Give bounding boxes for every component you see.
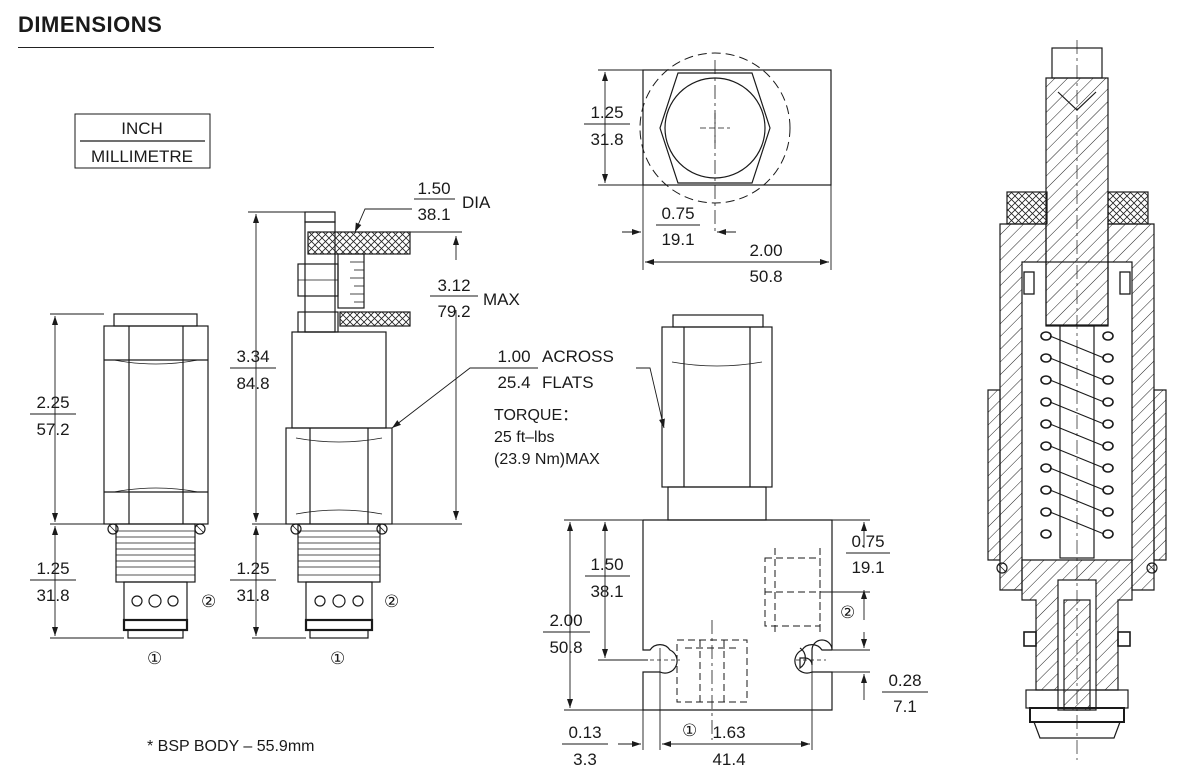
max-height-mm: 79.2 xyxy=(437,302,470,321)
torque-value-nm: (23.9 Nm)MAX xyxy=(494,451,600,468)
port-1-label-left: ① xyxy=(147,649,162,668)
body-height-mm: 57.2 xyxy=(36,420,69,439)
across-flats-line1: ACROSS xyxy=(542,347,614,366)
body-height-inch: 2.25 xyxy=(36,393,69,412)
port-1-label-block: ① xyxy=(682,721,697,740)
hole-spacing-mm: 41.4 xyxy=(712,750,745,769)
mount-hole-inch: 0.28 xyxy=(888,671,921,690)
thread-left-mm: 31.8 xyxy=(36,586,69,605)
hole-edge-mm: 3.3 xyxy=(573,750,597,769)
torque-label: TORQUE： xyxy=(494,407,578,424)
top-offset-mm: 19.1 xyxy=(661,230,694,249)
port-2-label-mid: ② xyxy=(384,592,399,611)
port2-height-inch: 1.50 xyxy=(590,555,623,574)
cartridge-top-view xyxy=(639,52,832,232)
dia-suffix: DIA xyxy=(462,193,491,212)
overall-height-mm: 84.8 xyxy=(236,374,269,393)
thread-mid-inch: 1.25 xyxy=(236,559,269,578)
hole-edge-inch: 0.13 xyxy=(568,723,601,742)
legend-inch-label: INCH xyxy=(121,119,163,138)
top-height-mm: 31.8 xyxy=(590,130,623,149)
cartridge-with-adjuster xyxy=(285,211,411,639)
max-height-suffix: MAX xyxy=(483,290,520,309)
port2-offset-mm: 19.1 xyxy=(851,558,884,577)
across-flats-line2: FLATS xyxy=(542,373,594,392)
across-flats-inch: 1.00 xyxy=(497,347,530,366)
page-title: DIMENSIONS xyxy=(18,12,163,37)
overall-height-inch: 3.34 xyxy=(236,347,269,366)
dia-mm: 38.1 xyxy=(417,205,450,224)
top-offset-inch: 0.75 xyxy=(661,204,694,223)
port-2-label-block: ② xyxy=(840,603,855,622)
top-height-inch: 1.25 xyxy=(590,103,623,122)
thread-mid-mm: 31.8 xyxy=(236,586,269,605)
torque-value-ftlbs: 25 ft–lbs xyxy=(494,429,554,446)
bsp-body-note: * BSP BODY – 55.9mm xyxy=(147,738,314,755)
max-height-inch: 3.12 xyxy=(437,276,470,295)
cartridge-front-view xyxy=(642,314,833,740)
port-1-label-mid: ① xyxy=(330,649,345,668)
port2-offset-inch: 0.75 xyxy=(851,532,884,551)
hole-spacing-inch: 1.63 xyxy=(712,723,745,742)
block-height-inch: 2.00 xyxy=(549,611,582,630)
block-height-mm: 50.8 xyxy=(549,638,582,657)
fraction-bars xyxy=(30,123,928,745)
dia-inch: 1.50 xyxy=(417,179,450,198)
port-2-label-left: ② xyxy=(201,592,216,611)
unit-legend xyxy=(74,113,211,169)
cartridge-side-view xyxy=(103,313,209,639)
dimension-lines xyxy=(50,69,870,750)
legend-millimetre-label: MILLIMETRE xyxy=(91,147,193,166)
port2-height-mm: 38.1 xyxy=(590,582,623,601)
thread-left-inch: 1.25 xyxy=(36,559,69,578)
title-rule xyxy=(18,47,434,48)
top-width-mm: 50.8 xyxy=(749,267,782,286)
across-flats-mm: 25.4 xyxy=(497,373,530,392)
mount-hole-mm: 7.1 xyxy=(893,697,917,716)
cartridge-section-view xyxy=(987,40,1167,760)
top-width-inch: 2.00 xyxy=(749,241,782,260)
